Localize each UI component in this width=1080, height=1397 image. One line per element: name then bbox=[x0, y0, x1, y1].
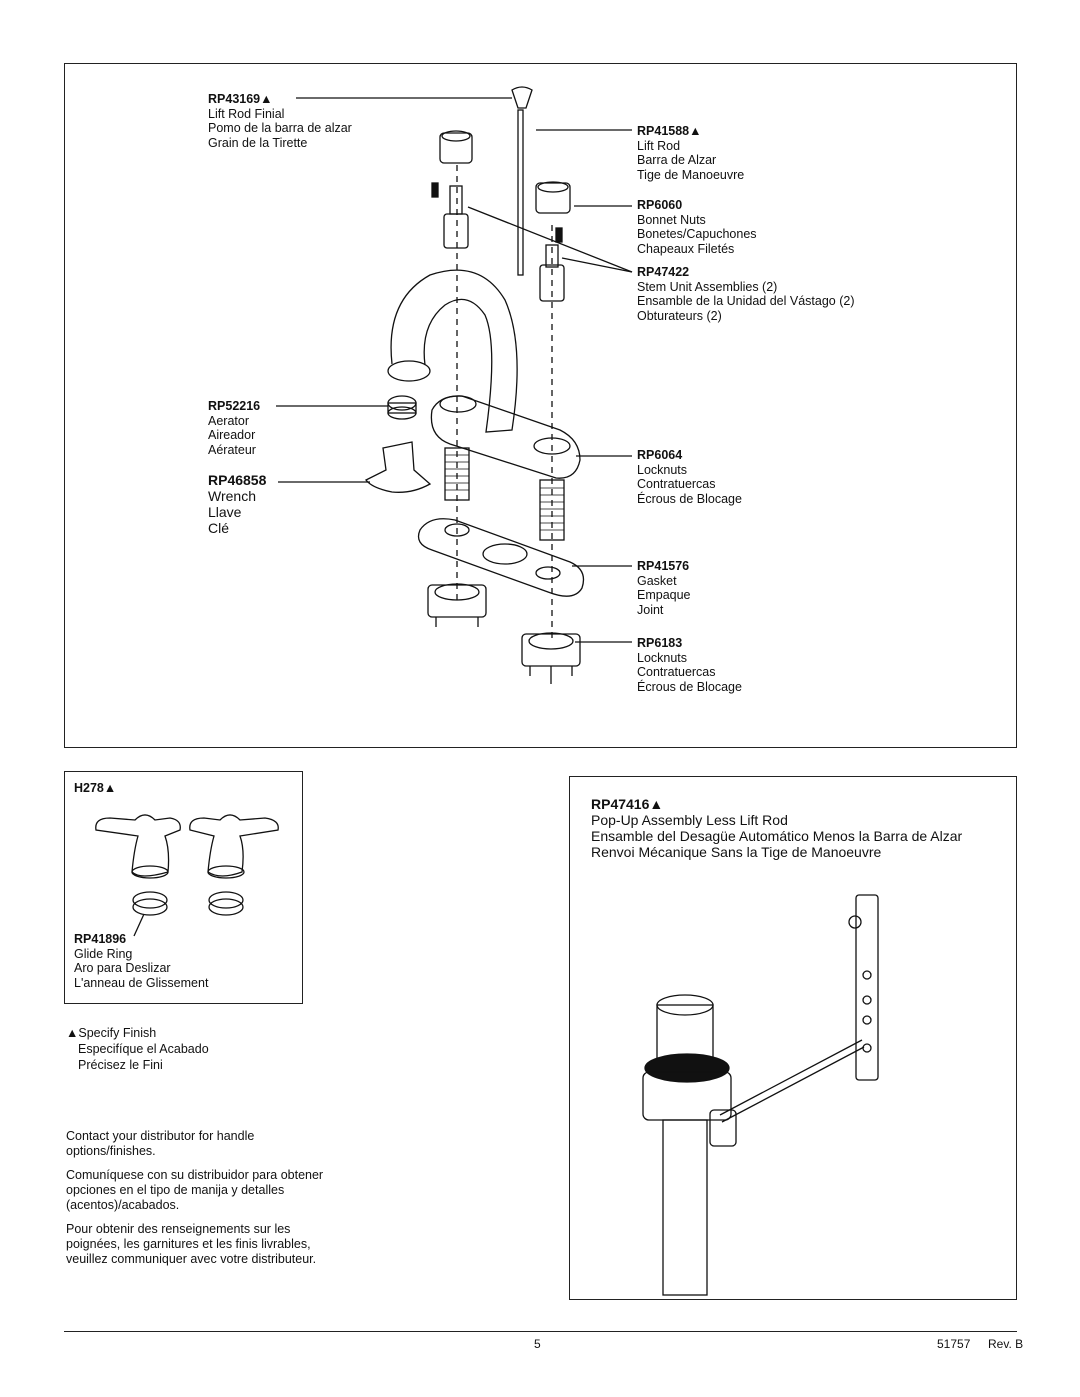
lift-rod-finial bbox=[511, 86, 533, 109]
part-code: RP41576 bbox=[637, 559, 690, 573]
label-rp43169: RP43169▲ Lift Rod Finial Pomo de la barr… bbox=[208, 92, 352, 150]
faucet-base bbox=[430, 395, 581, 479]
label-rp41896: RP41896 Glide Ring Aro para Deslizar L'a… bbox=[74, 932, 209, 990]
wrench bbox=[365, 441, 432, 493]
label-rp6064: RP6064 Locknuts Contratuercas Écrous de … bbox=[637, 448, 742, 506]
popup-assembly bbox=[642, 894, 879, 1296]
stem-unit-left bbox=[443, 213, 469, 249]
locknut-left bbox=[427, 584, 487, 618]
popup-clip-strap bbox=[855, 894, 879, 1081]
leader-rp47422-b bbox=[467, 206, 633, 273]
label-rp6183: RP6183 Locknuts Contratuercas Écrous de … bbox=[637, 636, 742, 694]
part-code: RP6060 bbox=[637, 198, 683, 212]
label-h278: H278▲ bbox=[74, 781, 116, 796]
spout bbox=[390, 269, 518, 433]
part-code: RP47422 bbox=[637, 265, 690, 279]
glide-ring-left bbox=[132, 891, 168, 909]
part-code: RP6064 bbox=[637, 448, 683, 462]
bonnet-nut-left bbox=[439, 132, 473, 164]
contact-en: Contact your distributor for handle opti… bbox=[66, 1129, 255, 1158]
label-rp41576: RP41576 Gasket Empaque Joint bbox=[637, 559, 691, 617]
shank-left bbox=[444, 447, 470, 501]
part-code: H278▲ bbox=[74, 781, 117, 795]
footer-rule bbox=[64, 1331, 1017, 1332]
leader-rp47422-a bbox=[561, 257, 633, 273]
part-code: RP41588▲ bbox=[637, 124, 702, 138]
glide-ring-right bbox=[208, 891, 244, 909]
handles-frame bbox=[64, 771, 303, 1004]
part-code: RP6183 bbox=[637, 636, 683, 650]
lift-rod bbox=[517, 109, 524, 276]
label-rp47416: RP47416▲ Pop-Up Assembly Less Lift Rod E… bbox=[591, 796, 963, 860]
page-number: 5 bbox=[534, 1337, 541, 1351]
label-rp52216: RP52216 Aerator Aireador Aérateur bbox=[208, 399, 261, 457]
locknut-right bbox=[521, 633, 581, 667]
label-rp6060: RP6060 Bonnet Nuts Bonetes/Capuchones Ch… bbox=[637, 198, 757, 256]
contact-es: Comuníquese con su distribuidor para obt… bbox=[66, 1168, 324, 1212]
revision: Rev. B bbox=[988, 1337, 1024, 1351]
specify-finish-note: ▲Specify Finish Especifíque el Acabado P… bbox=[66, 1026, 209, 1072]
contact-text: Contact your distributor for handle opti… bbox=[66, 1129, 341, 1276]
part-code: RP47416▲ bbox=[591, 796, 664, 812]
part-code: RP52216 bbox=[208, 399, 261, 413]
label-rp46858: RP46858 Wrench Llave Clé bbox=[208, 472, 267, 536]
doc-number: 51757 bbox=[937, 1337, 971, 1351]
popup-frame bbox=[569, 776, 1017, 1300]
bonnet-nut-right bbox=[535, 182, 571, 214]
shank-right bbox=[539, 479, 565, 541]
part-code: RP46858 bbox=[208, 472, 267, 488]
contact-fr: Pour obtenir des renseignements sur les … bbox=[66, 1222, 317, 1266]
part-code: RP43169▲ bbox=[208, 92, 273, 106]
main-diagram-frame bbox=[64, 63, 1017, 748]
label-rp47422: RP47422 Stem Unit Assemblies (2) Ensambl… bbox=[637, 265, 855, 323]
gasket bbox=[417, 518, 585, 597]
part-code: RP41896 bbox=[74, 932, 127, 946]
label-rp41588: RP41588▲ Lift Rod Barra de Alzar Tige de… bbox=[637, 124, 745, 182]
stem-unit-right bbox=[539, 264, 565, 302]
